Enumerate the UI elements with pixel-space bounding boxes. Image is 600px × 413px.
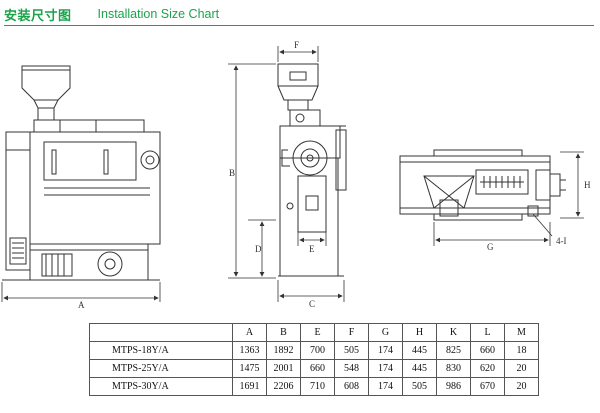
table-row: MTPS-18Y/A 1363 1892 700 505 174 445 825… <box>89 341 539 360</box>
table-cell: 20 <box>504 359 539 378</box>
table-row: MTPS-25Y/A 1475 2001 660 548 174 445 830… <box>89 359 539 378</box>
chart-heading: 安装尺寸图 Installation Size Chart <box>4 5 220 24</box>
heading-chinese: 安装尺寸图 <box>4 8 72 24</box>
table-cell: 174 <box>368 359 403 378</box>
table-cell: 620 <box>470 359 505 378</box>
table-cell: 700 <box>300 341 335 360</box>
table-cell-model: MTPS-25Y/A <box>89 359 233 378</box>
table-cell: 505 <box>334 341 369 360</box>
table-cell: 1691 <box>232 377 267 396</box>
table-cell: 710 <box>300 377 335 396</box>
dim-label-h: H <box>584 180 591 190</box>
dim-label-g: G <box>487 242 494 252</box>
table-cell: 1475 <box>232 359 267 378</box>
table-cell: 445 <box>402 341 437 360</box>
table-header-cell: H <box>402 323 437 342</box>
table-header-cell: A <box>232 323 267 342</box>
table-cell-model: MTPS-30Y/A <box>89 377 233 396</box>
table-cell: 18 <box>504 341 539 360</box>
table-header-row: A B E F G H K L M <box>89 323 539 342</box>
table-cell-model: MTPS-18Y/A <box>89 341 233 360</box>
dim-label-c: C <box>309 299 315 309</box>
table-cell: 608 <box>334 377 369 396</box>
dim-label-a: A <box>78 300 85 310</box>
installation-drawings: A <box>1 40 591 310</box>
table-header-cell: M <box>504 323 539 342</box>
front-view <box>2 65 161 281</box>
dim-label-e: E <box>309 244 315 254</box>
size-table: A B E F G H K L M MTPS-18Y/A 1363 1892 7… <box>89 323 539 396</box>
table-header-cell: F <box>334 323 369 342</box>
plan-dimensions <box>433 151 584 246</box>
table-cell: 670 <box>470 377 505 396</box>
dim-label-4i: 4-I <box>556 236 567 246</box>
table-cell: 2206 <box>266 377 301 396</box>
heading-rule <box>4 25 594 26</box>
table-row: MTPS-30Y/A 1691 2206 710 608 174 505 986… <box>89 377 539 396</box>
table-cell: 660 <box>470 341 505 360</box>
table-cell: 174 <box>368 377 403 396</box>
table-cell: 660 <box>300 359 335 378</box>
front-dimension-a <box>1 282 161 302</box>
dim-label-d: D <box>255 244 262 254</box>
dim-label-b: B <box>229 168 235 178</box>
table-header-cell <box>89 323 233 342</box>
table-header-cell: L <box>470 323 505 342</box>
heading-english: Installation Size Chart <box>97 7 220 21</box>
table-cell: 505 <box>402 377 437 396</box>
dim-label-f: F <box>294 40 299 50</box>
table-cell: 825 <box>436 341 471 360</box>
table-cell: 548 <box>334 359 369 378</box>
table-cell: 1892 <box>266 341 301 360</box>
table-cell: 20 <box>504 377 539 396</box>
table-cell: 986 <box>436 377 471 396</box>
table-cell: 830 <box>436 359 471 378</box>
table-cell: 2001 <box>266 359 301 378</box>
plan-view <box>399 149 566 221</box>
table-cell: 445 <box>402 359 437 378</box>
table-header-cell: E <box>300 323 335 342</box>
table-cell: 1363 <box>232 341 267 360</box>
table-header-cell: K <box>436 323 471 342</box>
side-dimensions <box>228 46 345 302</box>
table-header-cell: B <box>266 323 301 342</box>
table-header-cell: G <box>368 323 403 342</box>
side-view <box>277 63 347 277</box>
table-cell: 174 <box>368 341 403 360</box>
